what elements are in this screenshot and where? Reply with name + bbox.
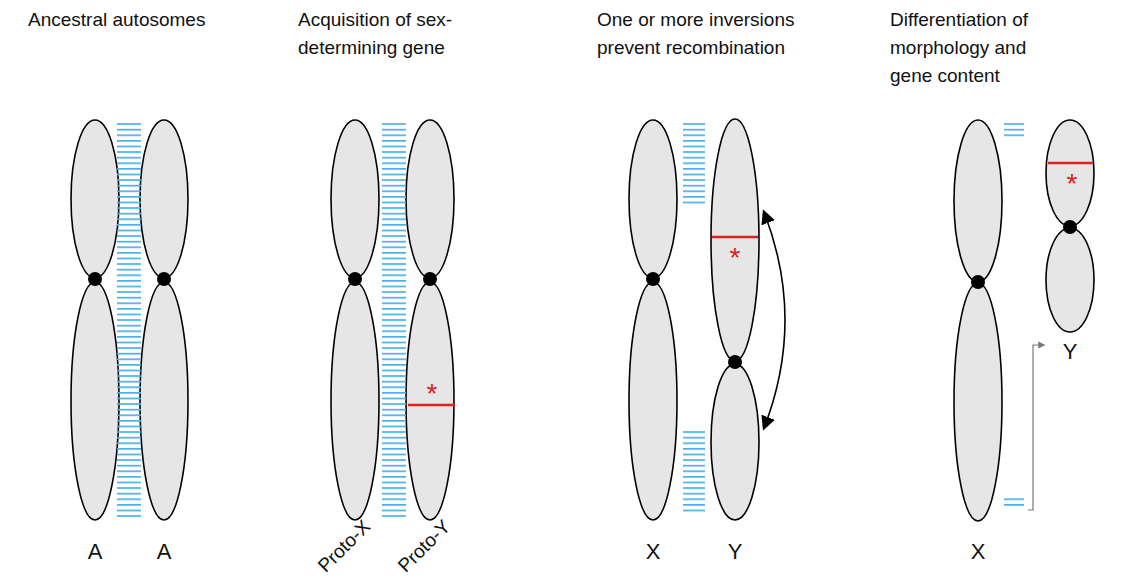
sex-gene-asterisk: *: [1067, 170, 1078, 198]
panel-heading: One or more inversions prevent recombina…: [597, 6, 829, 62]
chromosome-label: A: [157, 541, 172, 563]
chromosome-label: X: [971, 541, 986, 563]
inversion-arrow: [764, 212, 785, 428]
sex-gene-marks: [408, 163, 1093, 405]
centromeres: [88, 220, 1077, 369]
chromosome-arms: [71, 119, 1094, 521]
panel-heading: Ancestral autosomes: [28, 6, 258, 34]
par-leader: [1028, 345, 1044, 510]
chromosome-label: Y: [1063, 341, 1078, 363]
panel-heading: Acquisition of sex-determining gene: [298, 6, 478, 62]
sex-gene-asterisk: *: [730, 244, 741, 272]
panel-heading: Differentiation of morphology and gene c…: [890, 6, 1062, 90]
chromosome-label: X: [646, 541, 661, 563]
recombination-dashes: [117, 122, 1024, 518]
chromosome-label: A: [88, 541, 103, 563]
chromosome-label: Proto-Y: [395, 517, 454, 576]
chromosome-label: Proto-X: [315, 517, 374, 576]
sex-gene-asterisk: *: [427, 380, 438, 408]
chromosome-label: Y: [728, 541, 743, 563]
